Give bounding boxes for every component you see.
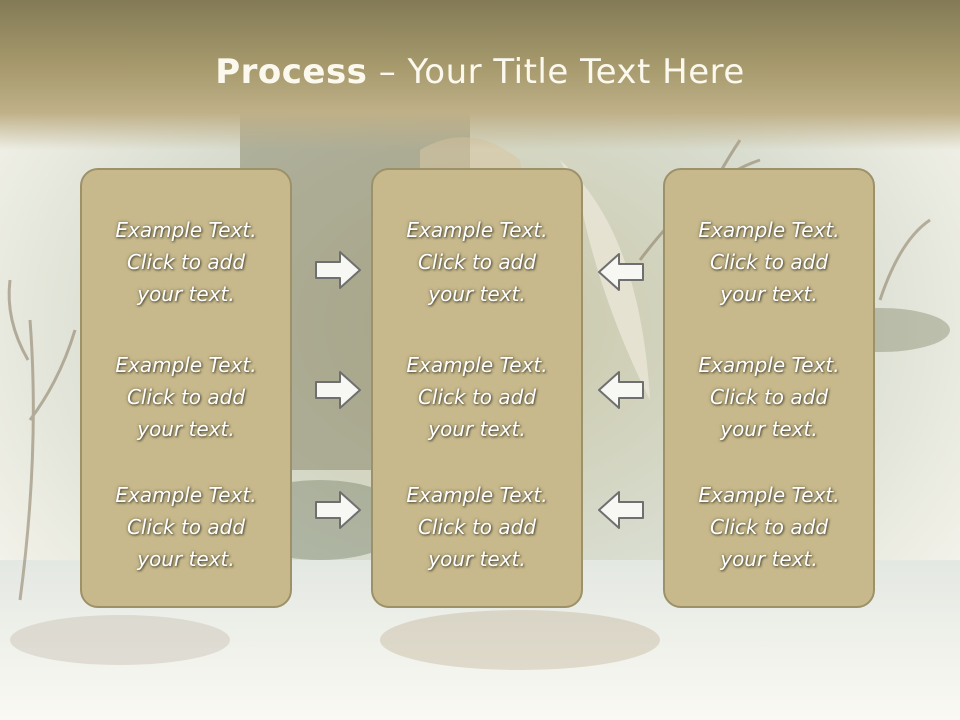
title-rest: – Your Title Text Here [367, 52, 745, 92]
box-text[interactable]: Example Text. Click to add your text. [698, 353, 840, 441]
box-text[interactable]: Example Text. Click to add your text. [698, 483, 840, 571]
box-text[interactable]: Example Text. Click to add your text. [115, 218, 257, 306]
process-box-left[interactable]: Example Text. Click to add your text. Ex… [80, 168, 292, 608]
box-text[interactable]: Example Text. Click to add your text. [406, 353, 548, 441]
process-box-center[interactable]: Example Text. Click to add your text. Ex… [371, 168, 583, 608]
box-text[interactable]: Example Text. Click to add your text. [115, 353, 257, 441]
box-text[interactable]: Example Text. Click to add your text. [406, 483, 548, 571]
box-text[interactable]: Example Text. Click to add your text. [115, 483, 257, 571]
left-arrow-icon [598, 371, 644, 409]
right-arrow-icon [315, 371, 361, 409]
right-arrow-icon [315, 251, 361, 289]
right-arrow-icon [315, 491, 361, 529]
box-text[interactable]: Example Text. Click to add your text. [406, 218, 548, 306]
slide-title[interactable]: Process – Your Title Text Here [0, 52, 960, 92]
left-arrow-icon [598, 491, 644, 529]
box-text[interactable]: Example Text. Click to add your text. [698, 218, 840, 306]
process-box-right[interactable]: Example Text. Click to add your text. Ex… [663, 168, 875, 608]
title-bold: Process [215, 52, 368, 92]
left-arrow-icon [598, 253, 644, 291]
title-band [0, 0, 960, 150]
